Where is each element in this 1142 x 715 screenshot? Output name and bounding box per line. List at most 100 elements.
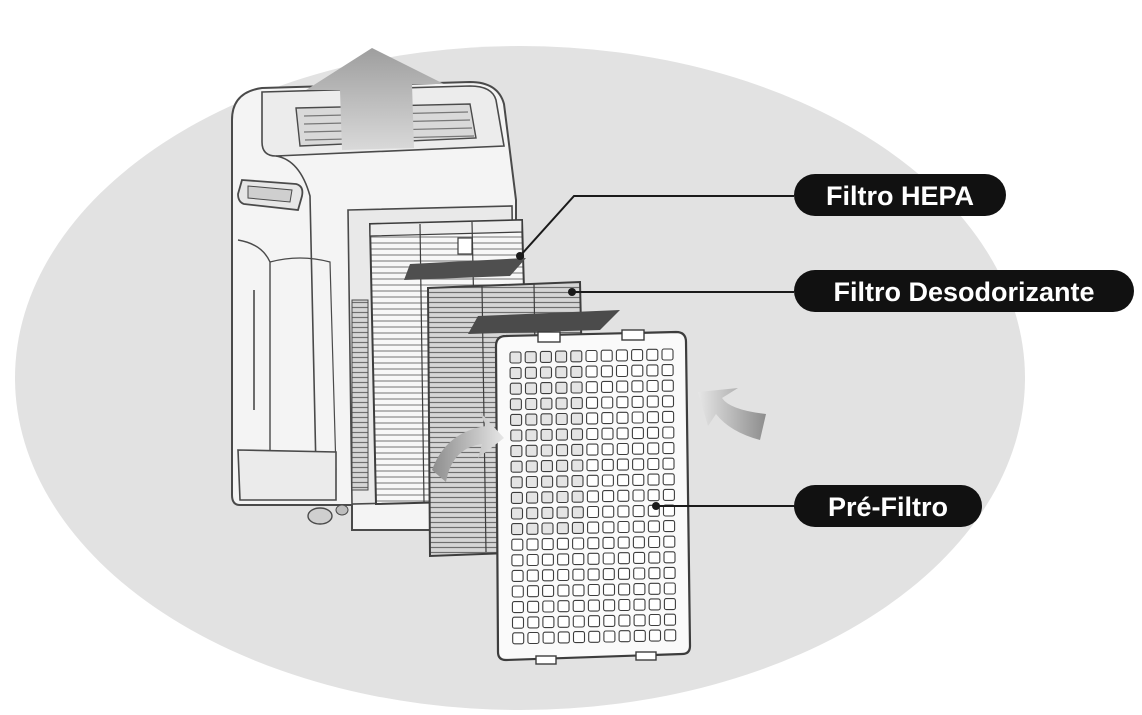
pre-filter-grid-cell — [572, 553, 585, 566]
pre-filter-grid-cell — [541, 475, 554, 488]
pre-filter-grid-cell — [586, 505, 600, 519]
pre-filter-grid-cell — [602, 536, 615, 549]
pre-filter-grid-cell — [510, 413, 523, 426]
pre-filter-grid-cell — [633, 567, 646, 580]
pre-filter-grid-cell — [526, 553, 539, 567]
pre-filter-grid-cell — [663, 535, 676, 548]
airflow-curl-arrow-right — [698, 388, 766, 440]
pre-filter-grid-cell — [646, 411, 659, 424]
pre-filter-grid-cell — [510, 491, 523, 504]
pre-filter-grid-cell — [509, 398, 522, 411]
pre-filter-grid-cell — [601, 443, 614, 456]
pre-filter-grid-cell — [587, 552, 600, 565]
pre-filter-grid-cell — [617, 552, 630, 565]
pre-filter-grid-cell — [600, 349, 613, 362]
pre-filter-grid-cell — [617, 536, 630, 549]
pre-filter-grid-cell — [631, 411, 644, 424]
pre-filter-grid-cell — [526, 569, 539, 582]
pre-filter-grid-cell — [585, 396, 599, 409]
pre-filter-grid-cell — [618, 630, 631, 643]
pre-filter-grid-cell — [601, 458, 614, 471]
pre-filter-grid-cell — [603, 599, 616, 612]
pre-filter-grid-cell — [512, 632, 525, 645]
pre-filter-grid-cell — [540, 460, 553, 473]
pre-filter-grid-cell — [555, 412, 568, 426]
pre-filter-grid-cell — [616, 411, 629, 424]
pre-filter-grid-cell — [525, 397, 538, 411]
pre-filter-grid-cell — [616, 458, 629, 471]
pre-filter-grid-cell — [541, 569, 555, 582]
pre-filter-grid-cell — [600, 365, 613, 378]
pre-filter-grid-cell — [570, 397, 583, 410]
pre-filter-grid-cell — [648, 551, 661, 564]
pre-filter-grid-cell — [632, 489, 645, 502]
pre-filter-grid-cell — [602, 568, 615, 581]
pre-filter-grid-cell — [570, 412, 583, 425]
pre-filter-grid-cell — [646, 426, 660, 439]
pre-filter-grid-cell — [661, 379, 674, 392]
pre-filter-grid-cell — [540, 413, 553, 426]
pre-filter-grid-cell — [617, 567, 631, 580]
pre-filter-grid-cell — [616, 380, 629, 393]
pre-filter-grid-cell — [647, 457, 660, 471]
pre-filter-grid-cell — [557, 631, 570, 644]
hepa-callout-line — [519, 195, 794, 257]
pre-filter-grid-cell — [511, 616, 525, 629]
pre-filter-grid-cell — [586, 443, 599, 456]
pre-filter-grid-cell — [663, 582, 676, 595]
pre-filter-grid-cell — [633, 629, 646, 642]
pre-filter-grid-cell — [541, 553, 554, 566]
pre-filter-grid-cell — [586, 459, 599, 472]
pre-filter-grid-cell — [663, 613, 677, 626]
pre-filter-grid-cell — [586, 490, 599, 503]
pre-filter-grid-cell — [588, 630, 601, 643]
pre-filter-grid-cell — [616, 442, 629, 456]
pre-filter-grid-cell — [632, 520, 645, 533]
pre-filter-grid-cell — [572, 584, 585, 597]
pre-filter-grid-cell — [633, 614, 646, 627]
pre-filter-panel — [494, 329, 692, 665]
pre-filter-grid-cell — [539, 366, 553, 379]
pre-filter-grid-cell — [602, 583, 616, 596]
pre-filter-grid-cell — [602, 552, 615, 565]
pre-filter-grid-cell — [662, 457, 675, 470]
pre-filter-grid-cell — [617, 505, 630, 518]
pre-filter-grid-cell — [587, 583, 600, 597]
pre-filter-grid-cell — [615, 349, 628, 362]
pre-filter-grid-cell — [509, 367, 522, 380]
pre-filter-grid-cell — [647, 489, 660, 502]
pre-filter-grid-cell — [572, 537, 585, 550]
pre-filter-grid-cell — [527, 631, 540, 645]
pre-filter-grid-cell — [510, 429, 523, 442]
pre-filter-grid-cell — [572, 615, 585, 628]
pre-filter-grid-cell — [526, 507, 539, 520]
pre-filter-grid-cell — [557, 615, 570, 628]
pre-filter-grid-cell — [648, 598, 661, 611]
pre-filter-grid-cell — [571, 506, 584, 519]
pre-filter-grid-cell — [648, 629, 662, 642]
pre-filter-grid-cell — [603, 630, 616, 643]
pre-filter-grid-cell — [587, 615, 601, 628]
pre-filter-grid-cell — [570, 428, 584, 441]
pre-filter-grid-cell — [631, 442, 645, 455]
pre-filter-grid-cell — [510, 507, 524, 520]
pre-filter-grid-cell — [541, 522, 554, 535]
pre-filter-grid-cell — [586, 412, 599, 425]
pre-filter-grid-cell — [648, 567, 661, 580]
pre-filter-grid-cell — [602, 521, 615, 534]
pre-filter-grid-cell — [526, 491, 539, 504]
pre-filter-grid-cell — [556, 490, 569, 504]
pre-filter-grid-cell — [661, 364, 674, 377]
pre-filter-grid-cell — [587, 537, 600, 550]
pre-filter-grid-cell — [511, 601, 524, 614]
pre-filter-grid-cell — [646, 395, 659, 408]
label-hepa-text: Filtro HEPA — [826, 181, 974, 211]
pre-filter-grid-cell — [601, 396, 614, 409]
deodorizing-callout-dot — [568, 288, 576, 296]
pre-filter-grid-cell — [524, 351, 537, 364]
pre-filter-grid-cell — [539, 350, 552, 363]
pre-filter-grid-cell — [587, 521, 600, 534]
pre-filter-grid-cell — [525, 429, 538, 442]
pre-filter-grid-cell — [540, 428, 553, 441]
